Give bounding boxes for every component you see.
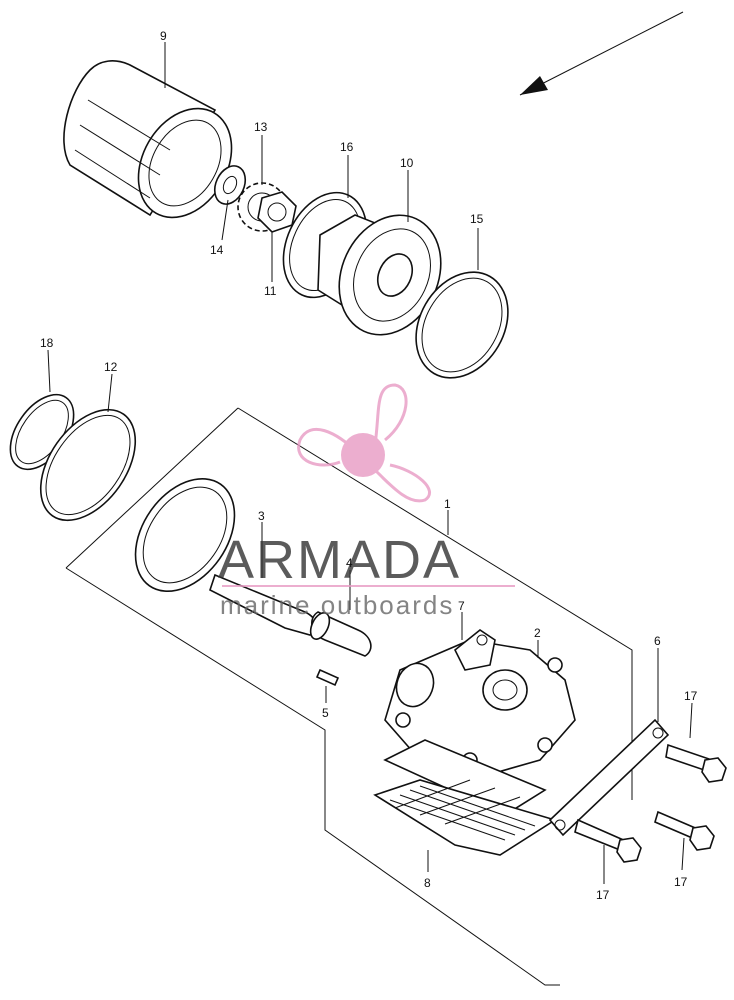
propeller-icon bbox=[297, 383, 431, 503]
callout-3: 3 bbox=[258, 509, 265, 523]
part-4-pin bbox=[309, 611, 372, 657]
watermark-tagline: marine outboards bbox=[220, 590, 454, 620]
callout-13: 13 bbox=[254, 120, 268, 134]
part-12-gasket bbox=[39, 408, 137, 522]
callout-6: 6 bbox=[654, 634, 661, 648]
callout-4: 4 bbox=[346, 556, 353, 570]
callout-18: 18 bbox=[40, 336, 54, 350]
callout-17-lower: 17 bbox=[674, 875, 688, 889]
part-8-strainer bbox=[373, 739, 557, 856]
callout-10: 10 bbox=[400, 156, 414, 170]
callout-17-middle: 17 bbox=[596, 888, 610, 902]
part-17-bolt-middle bbox=[574, 818, 642, 863]
armada-watermark: ARMADA marine outboards bbox=[218, 383, 515, 620]
callout-8: 8 bbox=[424, 876, 431, 890]
part-9-filter-cup bbox=[63, 60, 233, 219]
leader-lines bbox=[47, 42, 693, 884]
callout-17-upper: 17 bbox=[684, 689, 698, 703]
part-17-bolt-upper bbox=[665, 743, 727, 783]
part-6-plate bbox=[548, 718, 670, 837]
callout-5: 5 bbox=[322, 706, 329, 720]
part-17-bolt-lower bbox=[654, 810, 715, 851]
callout-11: 11 bbox=[264, 284, 277, 298]
callout-14: 14 bbox=[210, 243, 224, 257]
callout-12: 12 bbox=[104, 360, 118, 374]
part-14-washer bbox=[213, 165, 247, 205]
callout-7: 7 bbox=[458, 599, 465, 613]
part-3-plate bbox=[134, 477, 318, 636]
direction-arrow bbox=[519, 11, 684, 96]
part-10-rotor bbox=[317, 214, 442, 336]
callout-9: 9 bbox=[160, 29, 167, 43]
callout-1: 1 bbox=[444, 497, 451, 511]
part-15-circlip bbox=[415, 271, 509, 379]
callout-15: 15 bbox=[470, 212, 484, 226]
callout-2: 2 bbox=[534, 626, 541, 640]
watermark-brand-name: ARMADA bbox=[218, 530, 461, 590]
callout-16: 16 bbox=[340, 140, 354, 154]
part-5-dowel bbox=[315, 668, 340, 687]
